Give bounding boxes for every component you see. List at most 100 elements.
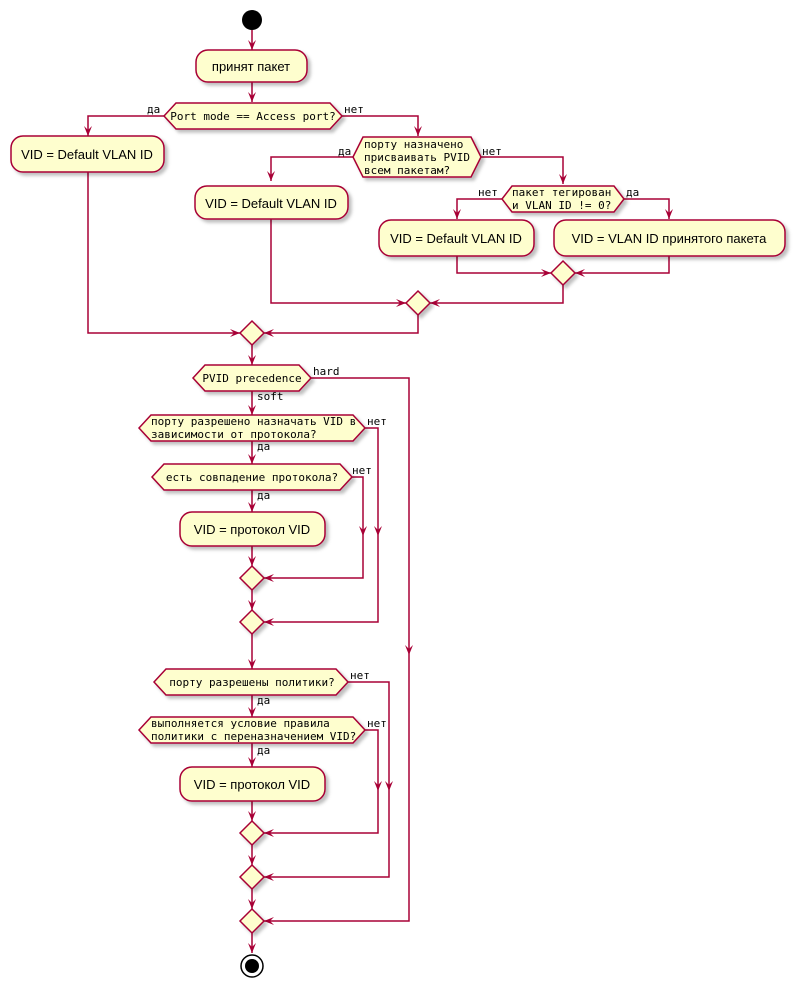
edge-label-yes: да (257, 489, 270, 502)
edge-label-yes: да (257, 694, 270, 707)
activity-receive-packet: принят пакет (195, 49, 308, 83)
arrow-down (248, 40, 256, 50)
decision-label: PVID precedence (202, 372, 301, 385)
decision-label: и VLAN ID != 0? (512, 199, 611, 212)
merge-diamond (238, 319, 266, 347)
arrow-down (374, 781, 382, 791)
arrow-down (248, 943, 256, 953)
decision-proto-match: есть совпадение протокола? (150, 463, 354, 491)
arrow-down (453, 209, 461, 219)
arrow-left (575, 269, 585, 277)
arrow-left (264, 917, 274, 925)
arrow-down (248, 556, 256, 566)
merge-nodes (238, 259, 577, 935)
arrow-down (405, 645, 413, 655)
arrow-down (267, 171, 275, 181)
merge-diamond (238, 608, 266, 636)
edge (481, 156, 564, 184)
activity-protocol-vid-1: VID = протокол VID (179, 511, 326, 547)
decision-policy-rule: выполняется условие правила политики с п… (137, 716, 367, 744)
arrowheads (84, 40, 673, 953)
activity-protocol-vid-2: VID = протокол VID (179, 766, 326, 802)
edge (87, 172, 240, 334)
arrow-left (264, 829, 274, 837)
edge-label-no: нет (482, 145, 502, 158)
activity-label: VID = протокол VID (194, 522, 310, 537)
arrow-left (264, 329, 274, 337)
activity-tagged-vlan: VID = VLAN ID принятого пакета (553, 219, 786, 257)
arrow-down (248, 659, 256, 669)
edge (430, 285, 564, 304)
merge-diamond (238, 863, 266, 891)
arrow-down (665, 209, 673, 219)
activity-pvid-default-vlan: VID = Default VLAN ID (194, 185, 349, 220)
arrow-down (248, 811, 256, 821)
edge-label-yes: да (257, 440, 270, 453)
edge-label-no: нет (350, 669, 370, 682)
merge-diamond (238, 819, 266, 847)
edge-label-yes: да (338, 145, 351, 158)
edge-label-no: нет (352, 464, 372, 477)
merge-diamond (404, 289, 432, 317)
start-node (242, 10, 262, 30)
arrow-down (248, 899, 256, 909)
decision-label: пакет тегирован (512, 186, 611, 199)
decision-port-mode: Port mode == Access port? (162, 102, 344, 130)
arrow-left (264, 618, 274, 626)
decision-label: зависимости от протокола? (151, 428, 317, 441)
edge (456, 256, 551, 274)
arrow-down (385, 781, 393, 791)
merge-diamond (238, 907, 266, 935)
arrow-down (359, 526, 367, 536)
arrow-down (248, 92, 256, 102)
decision-pvid-precedence: PVID precedence (191, 364, 313, 392)
edge (264, 427, 379, 623)
edge-label-no: нет (344, 103, 364, 116)
edge-label-no: нет (367, 415, 387, 428)
arrow-right (541, 269, 551, 277)
end-node (240, 954, 264, 978)
edge-label-soft: soft (257, 390, 284, 403)
edge-label-yes: да (626, 186, 639, 199)
edge (270, 219, 406, 304)
edge (264, 729, 379, 834)
arrow-down (248, 757, 256, 767)
arrow-down (414, 126, 422, 136)
arrow-right (396, 299, 406, 307)
edge (456, 198, 502, 219)
arrow-down (248, 502, 256, 512)
edge (87, 115, 164, 136)
activity-label: VID = протокол VID (194, 777, 310, 792)
activity-label: VID = Default VLAN ID (205, 196, 337, 211)
decision-label: порту разрешено назначать VID в (151, 415, 356, 428)
arrow-down (374, 526, 382, 536)
decision-label: есть совпадение протокола? (166, 471, 338, 484)
arrow-down (248, 855, 256, 865)
edge (342, 115, 419, 136)
decision-proto-allowed: порту разрешено назначать VID в зависимо… (137, 414, 367, 442)
activity-label: VID = Default VLAN ID (390, 231, 522, 246)
arrow-left (264, 574, 274, 582)
edge-label-hard: hard (313, 365, 340, 378)
edge (270, 156, 353, 181)
arrow-down (248, 707, 256, 717)
decision-tagged: пакет тегирован и VLAN ID != 0? (501, 185, 625, 213)
merge-diamond (549, 259, 577, 287)
decision-label: порту разрешены политики? (169, 676, 335, 689)
decision-label: всем пакетам? (364, 164, 450, 177)
merge-diamond (238, 564, 266, 592)
arrow-down (248, 355, 256, 365)
activity-label: принят пакет (212, 59, 290, 74)
edge-label-no: нет (367, 717, 387, 730)
arrow-down (248, 600, 256, 610)
edge (264, 681, 390, 878)
edge (624, 198, 670, 219)
arrow-down (248, 454, 256, 464)
decision-label: порту назначено (364, 138, 463, 151)
arrow-right (230, 329, 240, 337)
edge-label-yes: да (147, 103, 160, 116)
arrow-down (84, 126, 92, 136)
arrow-left (264, 873, 274, 881)
decision-policy-allowed: порту разрешены политики? (152, 668, 350, 696)
